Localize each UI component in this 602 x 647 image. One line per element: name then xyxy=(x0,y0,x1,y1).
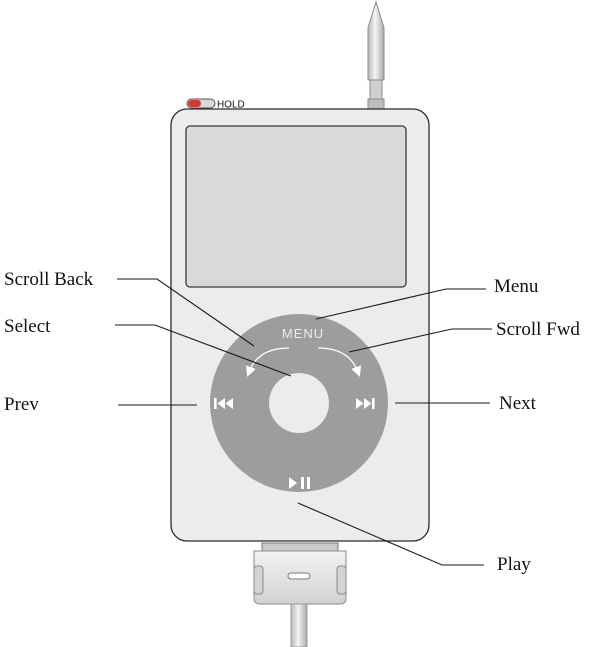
leader-lines xyxy=(115,278,492,566)
headphone-plug xyxy=(367,0,385,112)
curved-arrow-left-icon xyxy=(245,347,290,377)
callout-scroll-fwd: Scroll Fwd xyxy=(496,319,580,340)
next-track-icon[interactable] xyxy=(356,398,375,409)
previous-track-icon[interactable] xyxy=(214,398,233,409)
callout-play: Play xyxy=(497,554,531,575)
dock-connector xyxy=(253,542,347,647)
callout-menu: Menu xyxy=(494,276,539,297)
click-wheel[interactable]: MENU xyxy=(210,314,388,492)
callout-select: Select xyxy=(4,316,51,337)
callout-next: Next xyxy=(499,393,537,414)
menu-button-label[interactable]: MENU xyxy=(282,326,324,341)
play-pause-icon[interactable] xyxy=(289,477,310,489)
select-button[interactable] xyxy=(269,373,329,433)
callout-scroll-back: Scroll Back xyxy=(4,269,94,290)
callout-prev: Prev xyxy=(4,394,39,415)
curved-arrow-right-icon xyxy=(317,347,362,377)
hold-switch[interactable]: HOLD xyxy=(186,98,245,111)
hold-label: HOLD xyxy=(217,100,245,111)
screen xyxy=(185,125,407,288)
